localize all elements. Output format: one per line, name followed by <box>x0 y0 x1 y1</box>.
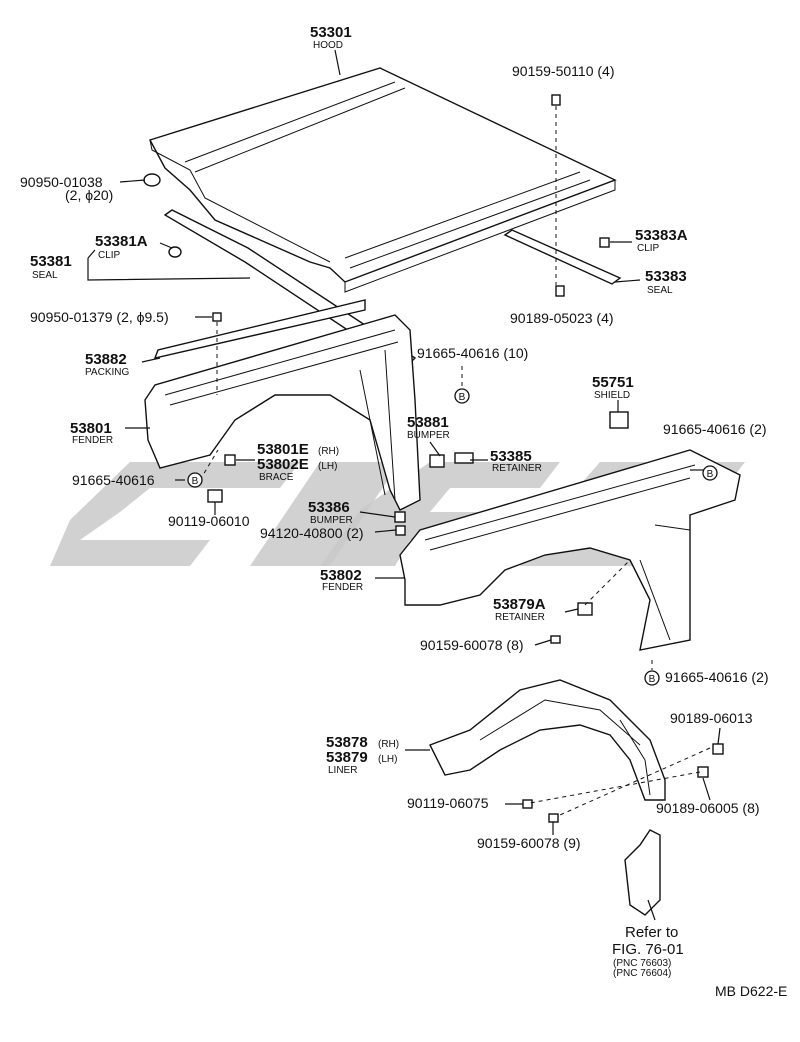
label-fender-lh-number: 53802 <box>320 567 362 584</box>
fender-53802-part <box>399 449 741 651</box>
reference-line-2: FIG. 76-01 <box>612 941 684 958</box>
label-cushion-number: 90950-01038 <box>20 174 103 190</box>
label-brace-lh-tag: (LH) <box>318 461 337 472</box>
label-brace-lh-number: 53802E <box>257 456 309 473</box>
packing-strip <box>153 299 366 359</box>
liner-part <box>429 679 666 801</box>
fender-53801-part <box>144 314 421 511</box>
reference-line-1: Refer to <box>625 924 678 941</box>
label-hood-name: HOOD <box>313 40 343 51</box>
label-screw-90119: 90119-06010 <box>168 513 250 529</box>
label-seal-right-name: SEAL <box>647 285 673 296</box>
diagram-code: MB D622-E <box>715 983 787 999</box>
label-seal-right-number: 53383 <box>645 268 687 285</box>
label-bumper-53881-number: 53881 <box>407 414 449 431</box>
svg-text:B: B <box>459 392 466 403</box>
part-labels: 53301 HOOD 90159-50110 (4) 90950-01038 (… <box>20 24 787 999</box>
label-fender-rh-number: 53801 <box>70 420 112 437</box>
label-hood-bolt: 90159-50110 (4) <box>512 63 614 79</box>
label-clip-left-number: 53381A <box>95 233 148 250</box>
reference-line-4: (PNC 76604) <box>613 968 671 979</box>
label-bumper-94120: 94120-40800 (2) <box>260 525 364 541</box>
label-screw-60078-8: 90159-60078 (8) <box>420 637 524 653</box>
label-nut-06005: 90189-06005 (8) <box>656 800 760 816</box>
label-nut-06013: 90189-06013 <box>670 710 753 726</box>
label-packing-name: PACKING <box>85 367 129 378</box>
label-shield-name: SHIELD <box>594 390 630 401</box>
callout-b-3: B <box>187 472 203 488</box>
label-clip-bottom: 90189-05023 (4) <box>510 310 614 326</box>
reference-line-3: (PNC 76603) <box>613 958 671 969</box>
label-bolt-10: 91665-40616 (10) <box>417 345 528 361</box>
label-bolt-left: 91665-40616 <box>72 472 155 488</box>
label-clip-right-number: 53383A <box>635 227 688 244</box>
callout-b-2: B <box>702 465 718 481</box>
label-brace-rh-tag: (RH) <box>318 446 339 457</box>
label-screw-60078-9: 90159-60078 (9) <box>477 835 581 851</box>
label-cushion-qty: (2, ϕ20) <box>65 187 113 203</box>
label-brace-rh-number: 53801E <box>257 441 309 458</box>
label-retainer-53879a-name: RETAINER <box>495 612 545 623</box>
label-fender-rh-name: FENDER <box>72 435 113 446</box>
label-liner-rh-number: 53878 <box>326 734 368 751</box>
callout-b-circles: B B B B <box>187 388 718 686</box>
label-bumper-53386-name: BUMPER <box>310 515 353 526</box>
hood-part <box>148 67 617 293</box>
label-retainer-53385-number: 53385 <box>490 448 532 465</box>
label-liner-lh-tag: (LH) <box>378 754 397 765</box>
label-bolt-2-lower: 91665-40616 (2) <box>665 669 769 685</box>
label-liner-lh-number: 53879 <box>326 749 368 766</box>
label-fender-lh-name: FENDER <box>322 582 363 593</box>
label-screw-06075: 90119-06075 <box>407 795 489 811</box>
label-packing-number: 53882 <box>85 351 127 368</box>
callout-b-1: B <box>454 388 470 404</box>
label-brace-name: BRACE <box>259 472 294 483</box>
label-clip-right-name: CLIP <box>637 243 660 254</box>
svg-text:B: B <box>192 476 199 487</box>
mudflap-part <box>624 829 661 916</box>
callout-b-4: B <box>644 670 660 686</box>
label-grommet: 90950-01379 (2, ϕ9.5) <box>30 309 169 325</box>
svg-text:B: B <box>707 469 714 480</box>
label-seal-left-number: 53381 <box>30 253 72 270</box>
fastener-parts <box>143 94 724 823</box>
label-retainer-53385-name: RETAINER <box>492 463 542 474</box>
label-liner-name: LINER <box>328 765 357 776</box>
label-clip-left-name: CLIP <box>98 250 121 261</box>
label-shield-number: 55751 <box>592 374 634 391</box>
label-hood-number: 53301 <box>310 24 352 41</box>
leader-lines <box>87 49 721 921</box>
label-bumper-53881-name: BUMPER <box>407 430 450 441</box>
label-liner-rh-tag: (RH) <box>378 739 399 750</box>
label-retainer-53879a-number: 53879A <box>493 596 546 613</box>
svg-text:B: B <box>649 674 656 685</box>
label-bolt-2-right: 91665-40616 (2) <box>663 421 767 437</box>
label-bumper-53386-number: 53386 <box>308 499 350 516</box>
label-seal-left-name: SEAL <box>32 270 58 281</box>
